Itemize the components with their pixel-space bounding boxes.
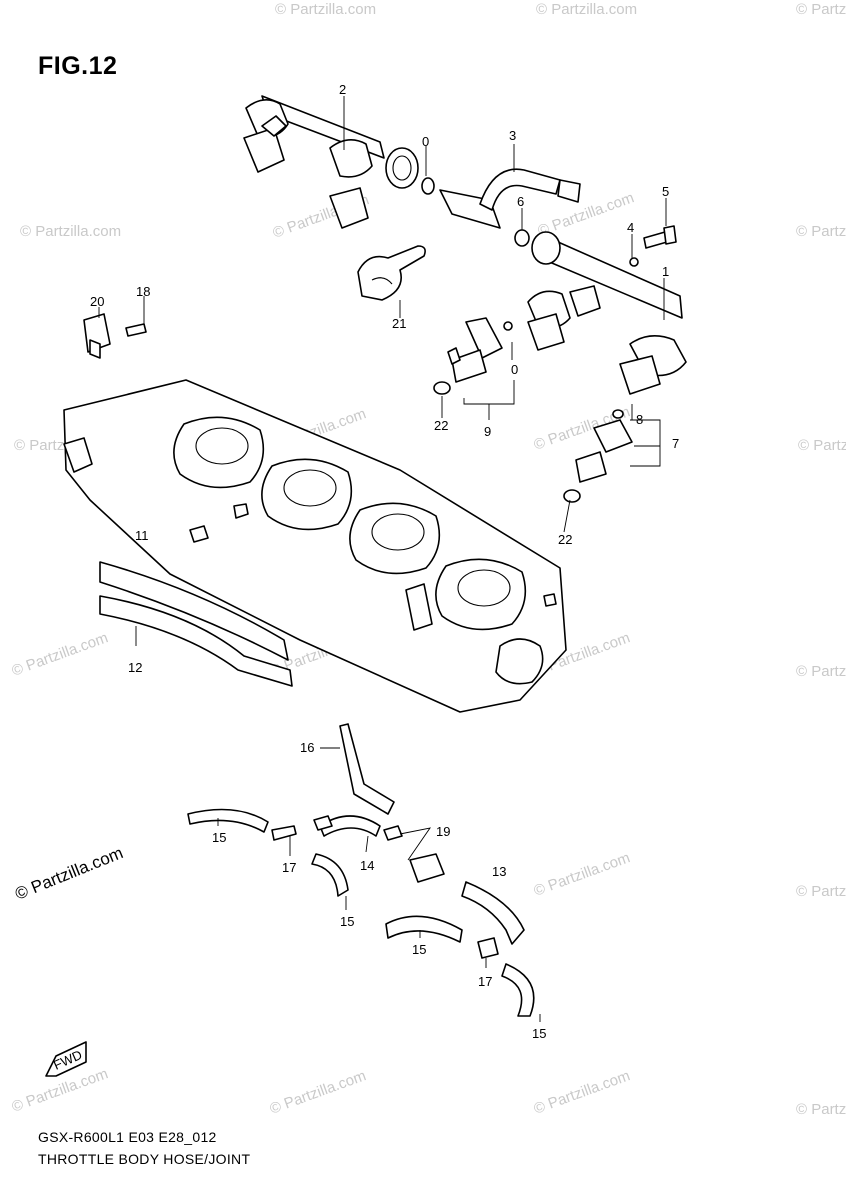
- watermark-text: © Partzilla.com: [20, 223, 121, 240]
- callout-18: 18: [136, 284, 150, 299]
- joint-17: [477, 937, 499, 959]
- watermark-text: © Partzilla.com: [796, 663, 846, 680]
- hose-13: [461, 881, 525, 945]
- callout-19: 19: [436, 824, 450, 839]
- watermark-text: © Partzilla.com: [798, 437, 846, 454]
- watermark-text: © Partzilla.com: [796, 223, 846, 240]
- hose-14: [271, 815, 403, 841]
- bolt-and-washer: [629, 225, 677, 267]
- diagram-caption: THROTTLE BODY HOSE/JOINT: [38, 1151, 251, 1167]
- callout-11: 11: [135, 528, 149, 543]
- callout-8: 8: [636, 412, 643, 427]
- callout-16: 16: [300, 740, 314, 755]
- watermark-text: © Partzilla.com: [10, 629, 111, 680]
- diagram-code: GSX-R600L1 E03 E28_012: [38, 1129, 217, 1145]
- watermark-text: © Partzilla.com: [268, 1067, 369, 1118]
- callout-5: 5: [662, 184, 669, 199]
- watermark-text: © Partzilla.com: [796, 1101, 846, 1118]
- callout-15-d: 15: [532, 1026, 546, 1041]
- watermark-text: © Partzilla.com: [532, 849, 633, 900]
- callout-1: 1: [662, 264, 669, 279]
- forward-arrow: FWD: [45, 1041, 87, 1077]
- delivery-pipe-right: [527, 231, 687, 395]
- callout-22-a: 22: [434, 418, 448, 433]
- watermark-text-main: © Partzilla.com: [12, 843, 125, 904]
- watermark-text: © Partzilla.com: [275, 1, 376, 18]
- figure-title: FIG.12: [38, 52, 118, 80]
- callout-20: 20: [90, 294, 104, 309]
- callout-0-lower: 0: [511, 362, 518, 377]
- map-sensor: [83, 313, 147, 359]
- leader-lines: [98, 96, 667, 1022]
- watermark-text: © Partzilla.com: [796, 1, 846, 18]
- callout-15-c: 15: [412, 942, 426, 957]
- hose-16: [339, 723, 395, 815]
- callout-15-b: 15: [340, 914, 354, 929]
- hose-15-upper: [187, 808, 269, 833]
- watermark-text: © Partzilla.com: [536, 1, 637, 18]
- callout-9: 9: [484, 424, 491, 439]
- throttle-body: [63, 379, 567, 713]
- callout-0-upper: 0: [422, 134, 429, 149]
- callout-7: 7: [672, 436, 679, 451]
- injector-9: [433, 317, 513, 395]
- callout-6: 6: [517, 194, 524, 209]
- callout-4: 4: [627, 220, 634, 235]
- callout-22-b: 22: [558, 532, 572, 547]
- callout-12: 12: [128, 660, 142, 675]
- joint-19: [409, 853, 445, 883]
- hose-15-lower: [385, 915, 463, 943]
- hose-15-mid: [311, 853, 349, 897]
- callout-labels: 1 2 3 4 5 6 7 8 9 0 0 11 12 13 14 15 15 …: [90, 82, 679, 1041]
- callout-21: 21: [392, 316, 406, 331]
- hose-12: [99, 561, 293, 687]
- joint-pipe: [421, 168, 581, 247]
- callout-15-a: 15: [212, 830, 226, 845]
- injector-7: [563, 409, 633, 503]
- pipe-clamp: [357, 245, 426, 301]
- callout-14: 14: [360, 858, 374, 873]
- delivery-pipe-left: [243, 95, 419, 229]
- diagram-footer: GSX-R600L1 E03 E28_012 THROTTLE BODY HOS…: [38, 1126, 250, 1170]
- callout-13: 13: [492, 864, 506, 879]
- callout-17-b: 17: [478, 974, 492, 989]
- callout-2: 2: [339, 82, 346, 97]
- callout-3: 3: [509, 128, 516, 143]
- watermark-text: © Partzilla.com: [532, 1067, 633, 1118]
- hose-15-bottom: [501, 963, 535, 1017]
- watermark-text: © Partzilla.com: [796, 883, 846, 900]
- callout-17-a: 17: [282, 860, 296, 875]
